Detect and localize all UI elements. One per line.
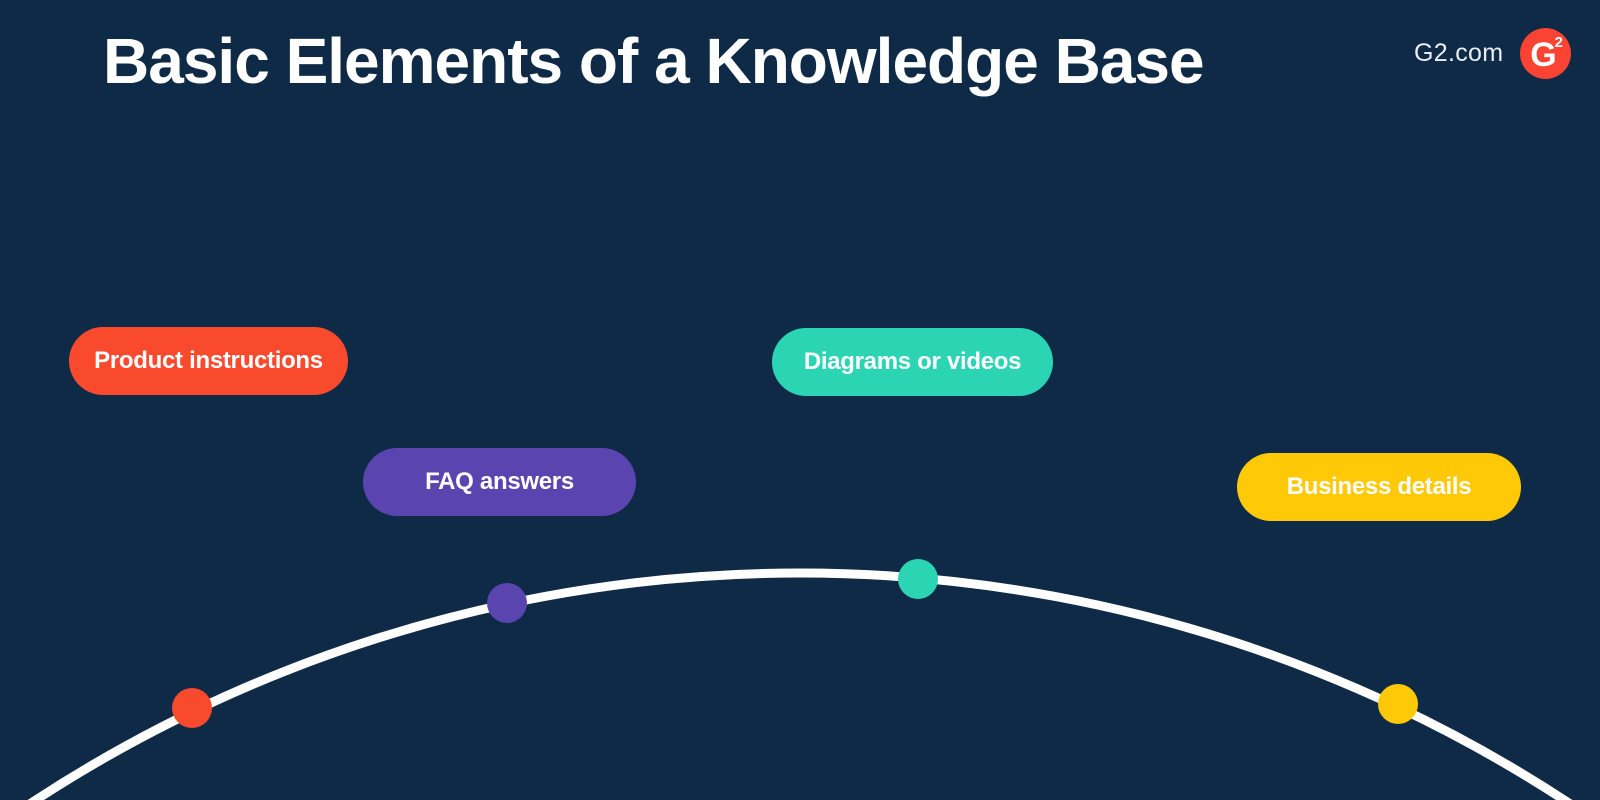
pill-faq-answers: FAQ answers <box>363 448 636 516</box>
pill-business-details: Business details <box>1237 453 1521 521</box>
g2-logo-letter: G <box>1530 35 1557 74</box>
dot-diagrams-or-videos <box>898 559 938 599</box>
dot-faq-answers <box>487 583 527 623</box>
arc-line <box>28 568 1572 800</box>
pill-product-instructions: Product instructions <box>69 327 348 395</box>
g2-logo-icon: G 2 <box>1520 28 1571 79</box>
brand-site-label: G2.com <box>1414 39 1504 67</box>
dot-business-details <box>1378 684 1418 724</box>
g2-logo-superscript: 2 <box>1554 34 1563 51</box>
dot-product-instructions <box>172 688 212 728</box>
pill-diagrams-or-videos: Diagrams or videos <box>772 328 1053 396</box>
page-title: Basic Elements of a Knowledge Base <box>103 25 1205 97</box>
